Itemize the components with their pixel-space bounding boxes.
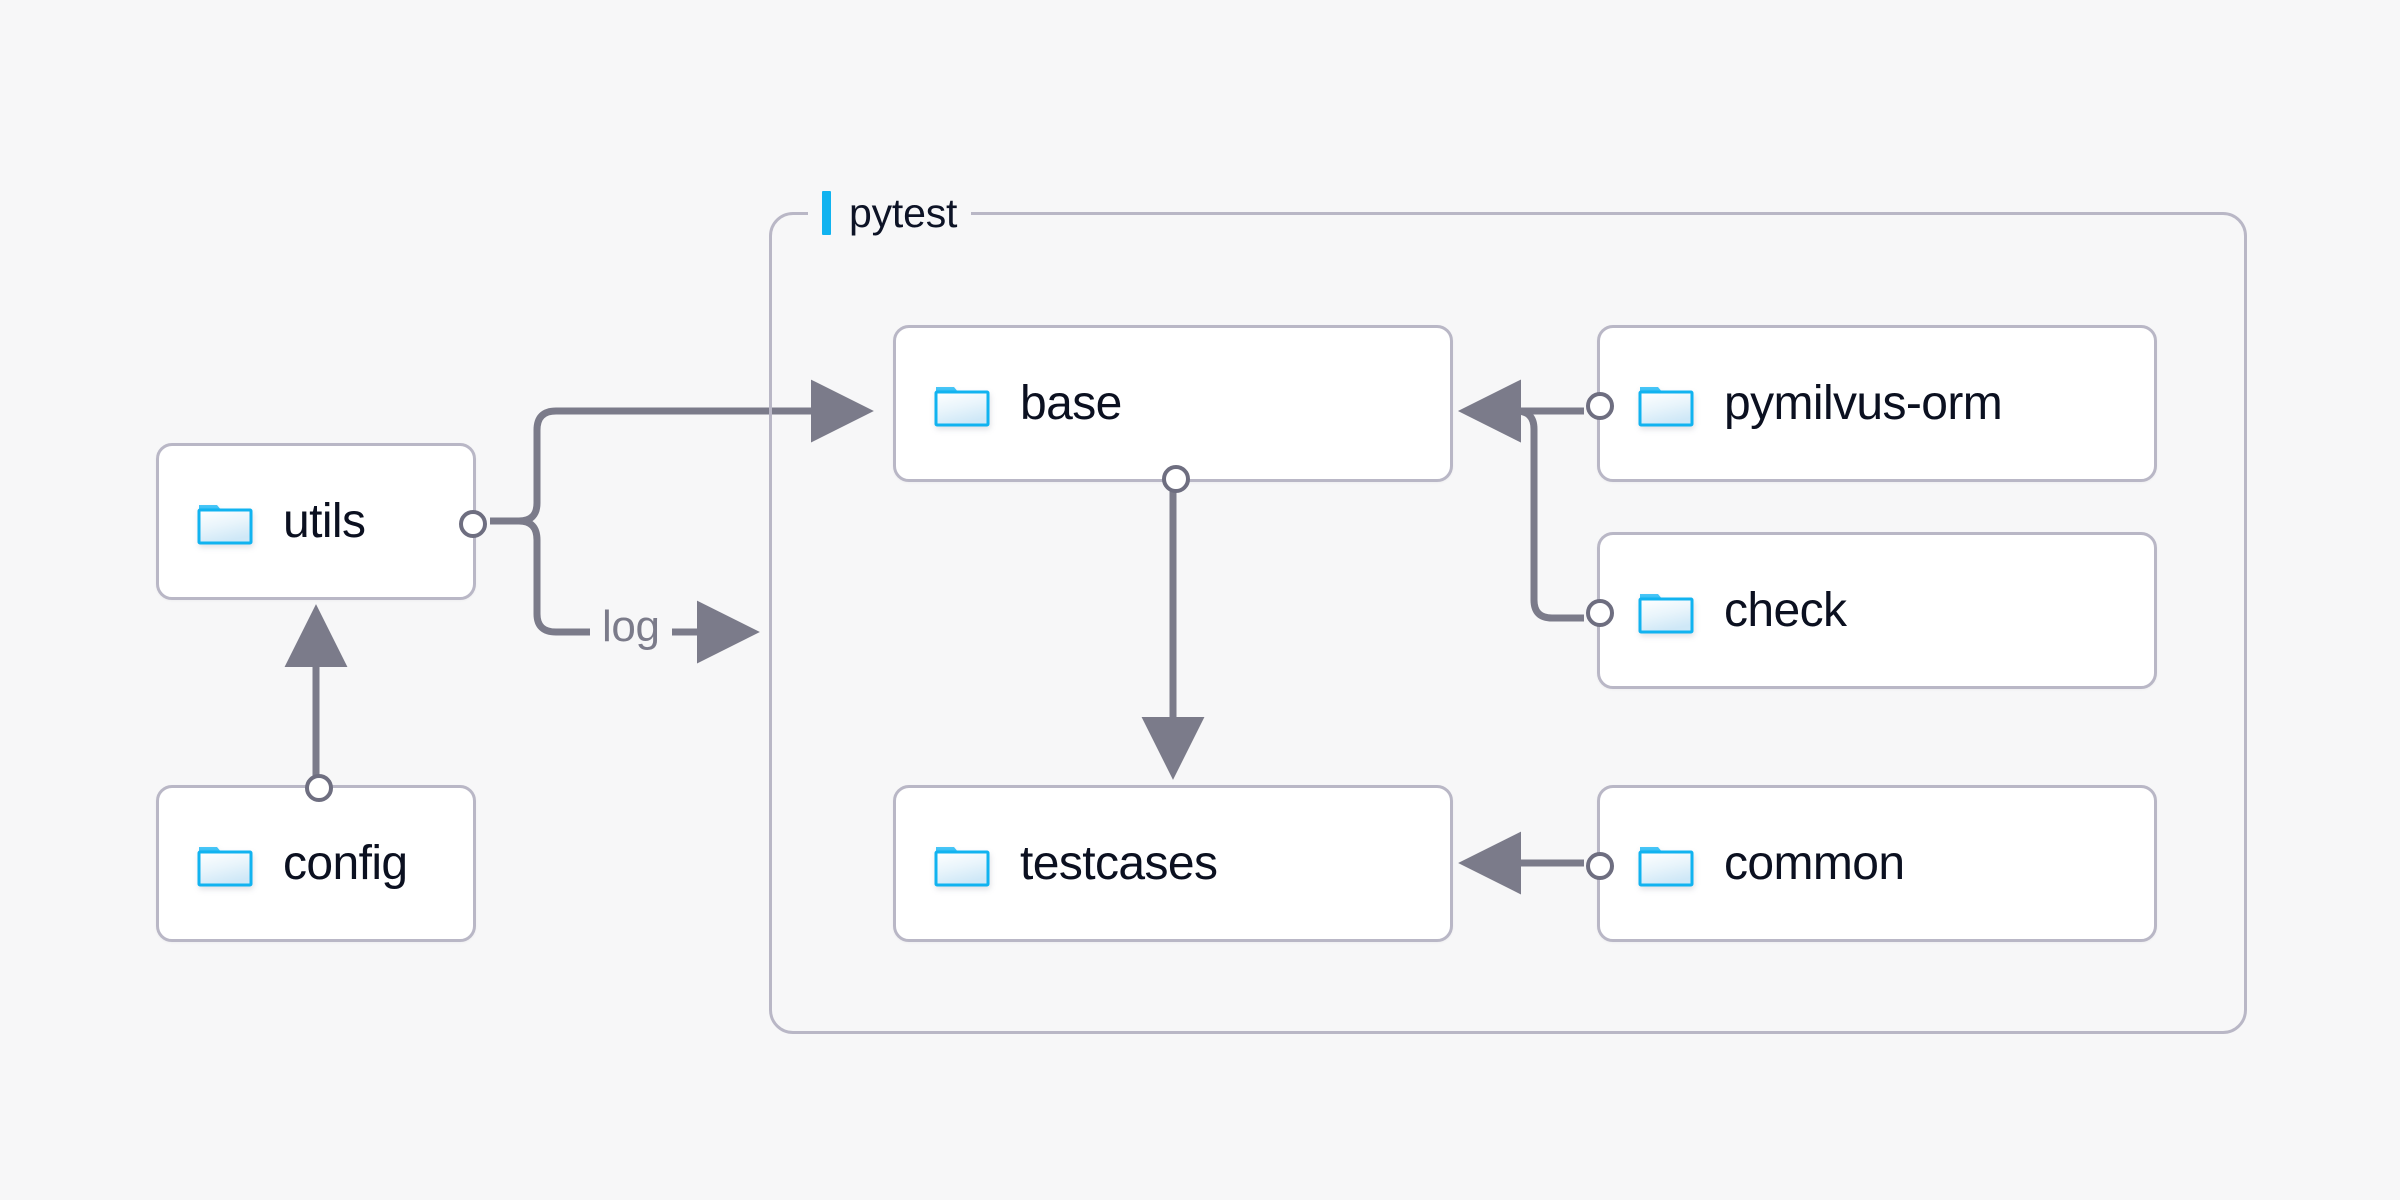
group-pytest-label: pytest	[808, 185, 972, 241]
group-title-text: pytest	[849, 189, 958, 236]
folder-icon	[1638, 380, 1694, 428]
folder-icon	[197, 498, 253, 546]
node-check[interactable]: check	[1586, 532, 2157, 689]
edge-label-log-text: log	[602, 602, 660, 651]
node-config-label: config	[283, 836, 408, 890]
port-base-bottom[interactable]	[1162, 465, 1190, 493]
node-utils[interactable]: utils	[156, 443, 487, 600]
group-accent-bar	[822, 191, 831, 235]
port-pymilvus-orm-left[interactable]	[1586, 392, 1614, 420]
folder-icon	[934, 840, 990, 888]
port-config-top[interactable]	[305, 774, 333, 802]
node-testcases[interactable]: testcases	[893, 785, 1453, 942]
group-pytest[interactable]	[769, 212, 2247, 1034]
port-utils-right[interactable]	[459, 510, 487, 538]
folder-icon	[1638, 587, 1694, 635]
node-common-label: common	[1724, 836, 1905, 890]
edge-label-log[interactable]: log	[590, 605, 672, 649]
port-check-left[interactable]	[1586, 599, 1614, 627]
node-base[interactable]: base	[893, 325, 1453, 493]
node-base-label: base	[1020, 376, 1122, 430]
folder-icon	[1638, 840, 1694, 888]
folder-icon	[934, 380, 990, 428]
node-testcases-label: testcases	[1020, 836, 1218, 890]
node-common[interactable]: common	[1586, 785, 2157, 942]
folder-icon	[197, 840, 253, 888]
port-common-left[interactable]	[1586, 852, 1614, 880]
node-check-label: check	[1724, 583, 1847, 637]
node-pymilvus-orm-label: pymilvus-orm	[1724, 376, 2003, 430]
node-config[interactable]: config	[156, 774, 476, 942]
node-pymilvus-orm[interactable]: pymilvus-orm	[1586, 325, 2157, 482]
node-utils-label: utils	[283, 494, 366, 548]
